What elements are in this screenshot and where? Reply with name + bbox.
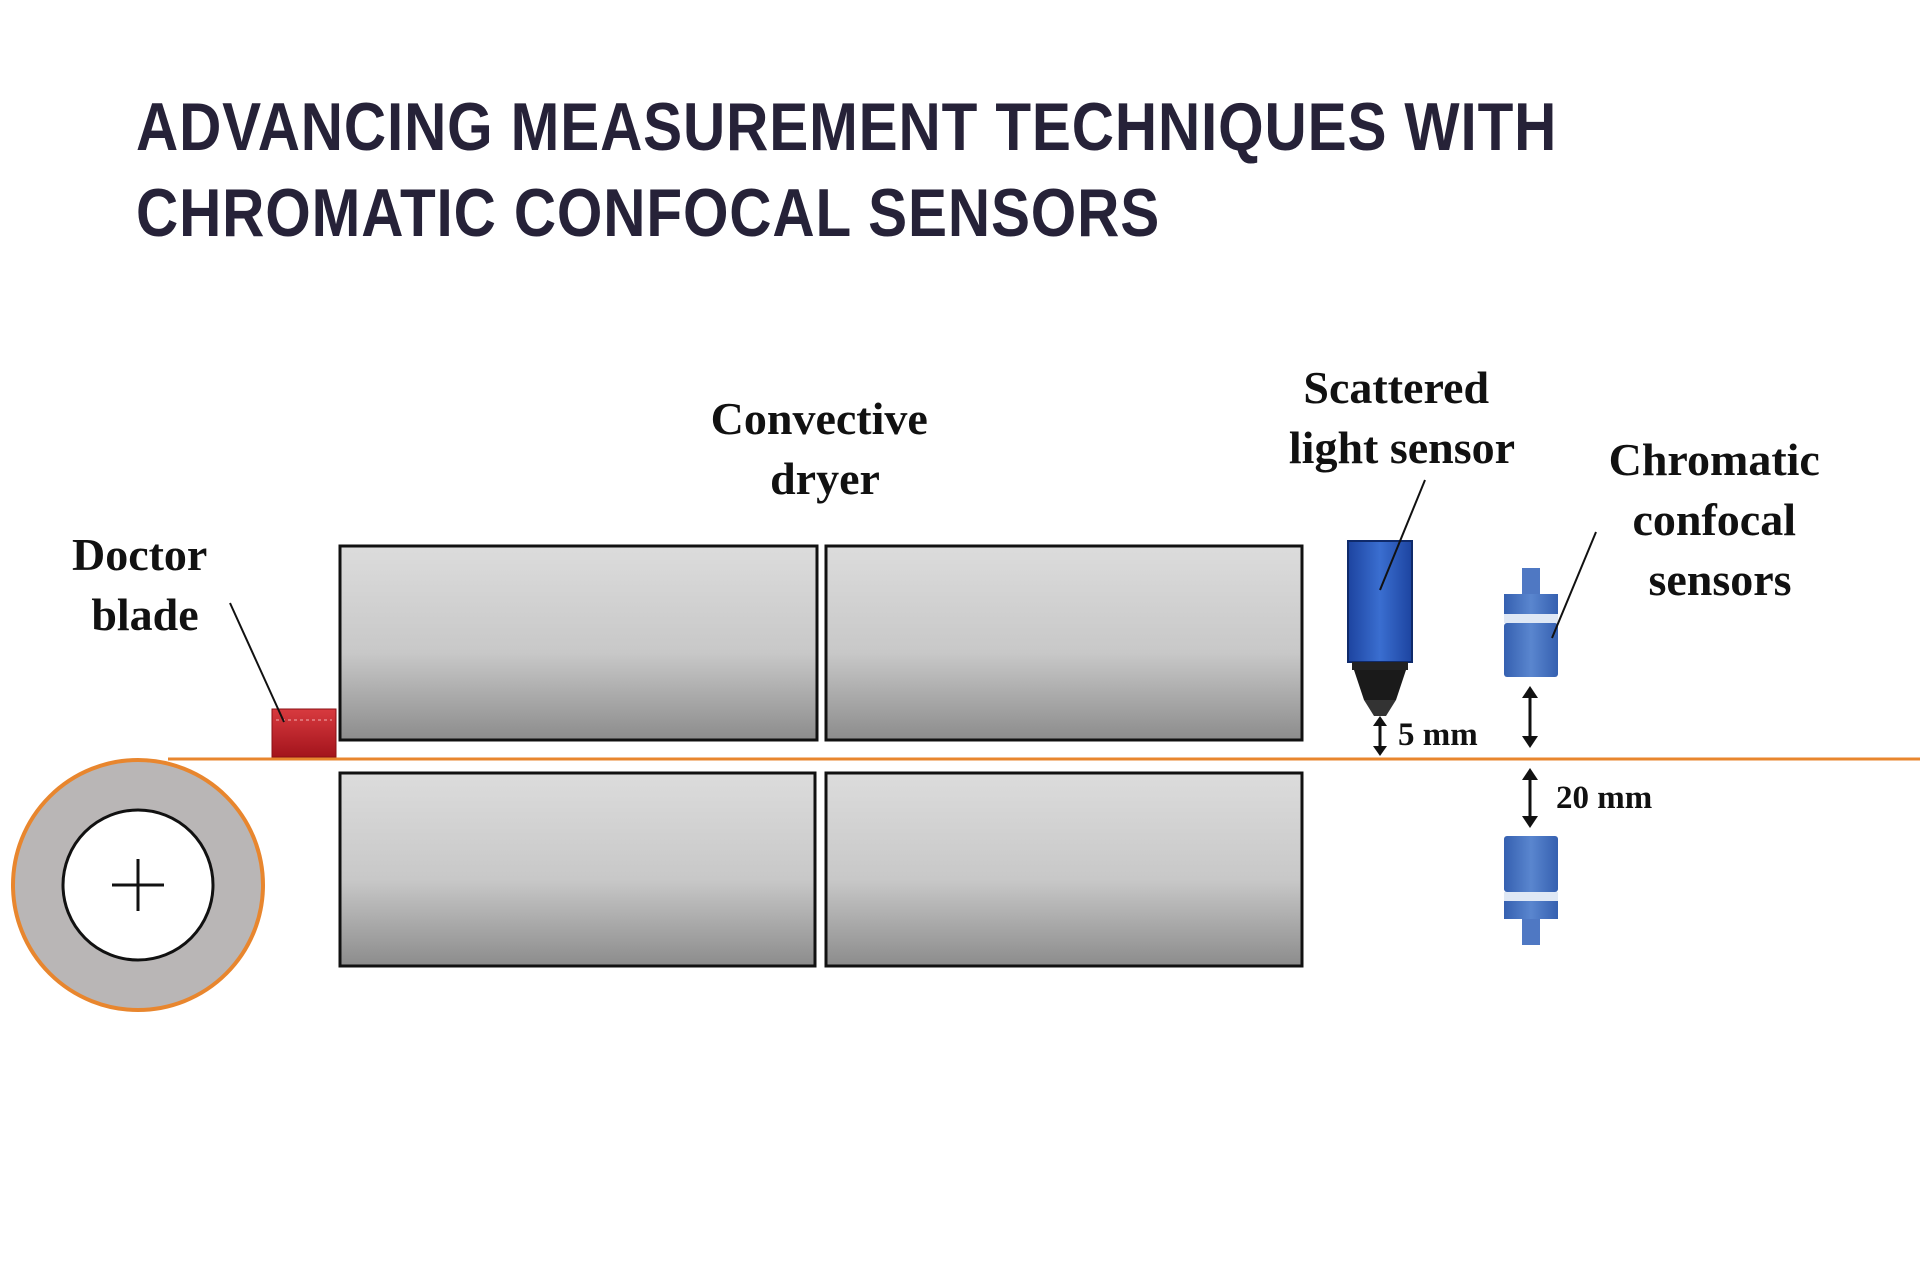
chromatic-confocal-sensors-label: Chromatic confocal sensors (1609, 434, 1832, 605)
chromatic-confocal-sensors-label-line-2: confocal (1632, 494, 1796, 545)
doctor-blade-leader (229, 602, 285, 723)
scattered-light-sensor (1347, 540, 1413, 716)
confocal-sensor-upper (1504, 568, 1558, 677)
convective-dryer-label-line-2: dryer (770, 453, 880, 504)
dim-upper-confocal-arrow (1522, 686, 1538, 748)
scattered-light-sensor-label-line-1: Scattered (1303, 362, 1489, 413)
scattered-light-sensor-leader (1379, 479, 1426, 591)
chromatic-confocal-sensors-label-line-1: Chromatic (1609, 434, 1820, 485)
page-title-line-1: ADVANCING MEASUREMENT TECHNIQUES WITH (136, 89, 1558, 165)
dim-20mm-arrow (1522, 768, 1538, 828)
dryer-upper-right (824, 544, 1304, 742)
convective-dryer-label-line-1: Convective (711, 393, 928, 444)
doctor-blade-label-line-1: Doctor (72, 529, 207, 580)
dryer-lower-left (338, 771, 817, 968)
dryer-upper-left (338, 544, 819, 742)
dim-20mm-label: 20 mm (1556, 780, 1652, 816)
confocal-sensors-leader (1551, 531, 1597, 639)
convective-dryer (338, 544, 1304, 968)
dryer-lower-right (824, 771, 1304, 968)
scattered-light-sensor-label-line-2: light sensor (1289, 422, 1515, 473)
dim-5mm-label: 5 mm (1398, 717, 1478, 753)
roller (11, 758, 265, 1012)
doctor-blade-label-line-2: blade (91, 589, 198, 640)
page-title-line-2: CHROMATIC CONFOCAL SENSORS (136, 175, 1161, 251)
doctor-blade-label: Doctor blade (72, 529, 218, 640)
dim-5mm-arrow (1373, 716, 1387, 756)
confocal-sensor-lower (1504, 836, 1558, 945)
chromatic-confocal-sensors-label-line-3: sensors (1648, 554, 1791, 605)
page-title: ADVANCING MEASUREMENT TECHNIQUES WITH CH… (136, 84, 1598, 256)
convective-dryer-label: Convective dryer (711, 393, 940, 504)
scattered-light-sensor-label: Scattered light sensor (1289, 362, 1515, 473)
